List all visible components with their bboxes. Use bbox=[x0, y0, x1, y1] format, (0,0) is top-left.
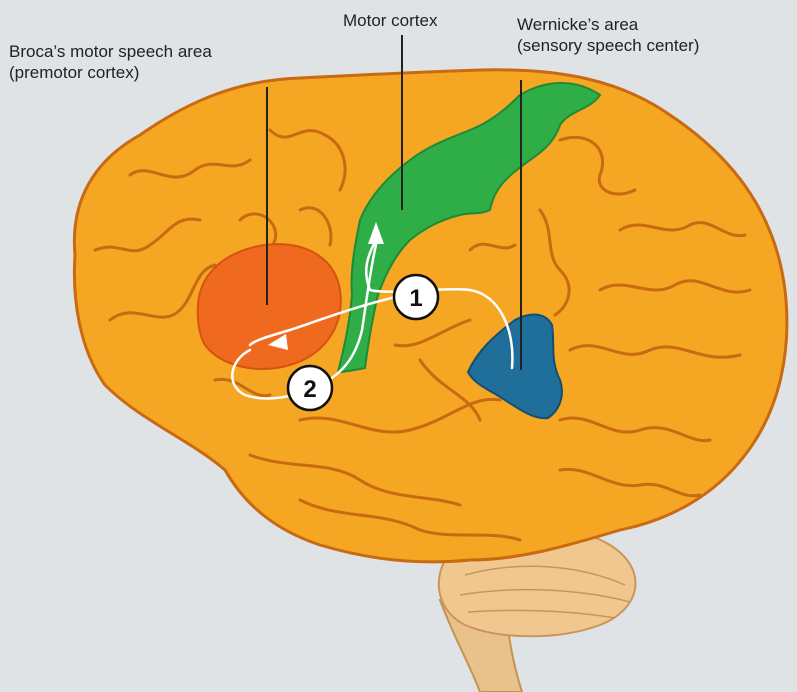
wernicke-label: Wernicke’s area (sensory speech center) bbox=[517, 14, 699, 56]
step-badge-2: 2 bbox=[288, 366, 332, 410]
broca-label-line2: (premotor cortex) bbox=[9, 62, 212, 83]
motor-label-text: Motor cortex bbox=[343, 10, 437, 31]
broca-area bbox=[198, 244, 341, 369]
wernicke-label-line1: Wernicke’s area bbox=[517, 14, 699, 35]
step-badge-2-label: 2 bbox=[303, 376, 316, 403]
step-badge-1-label: 1 bbox=[409, 285, 422, 312]
broca-label-line1: Broca’s motor speech area bbox=[9, 41, 212, 62]
cerebrum bbox=[74, 70, 787, 562]
broca-label: Broca’s motor speech area (premotor cort… bbox=[9, 41, 212, 83]
motor-label: Motor cortex bbox=[343, 10, 437, 31]
step-badge-1: 1 bbox=[394, 275, 438, 319]
wernicke-label-line2: (sensory speech center) bbox=[517, 35, 699, 56]
